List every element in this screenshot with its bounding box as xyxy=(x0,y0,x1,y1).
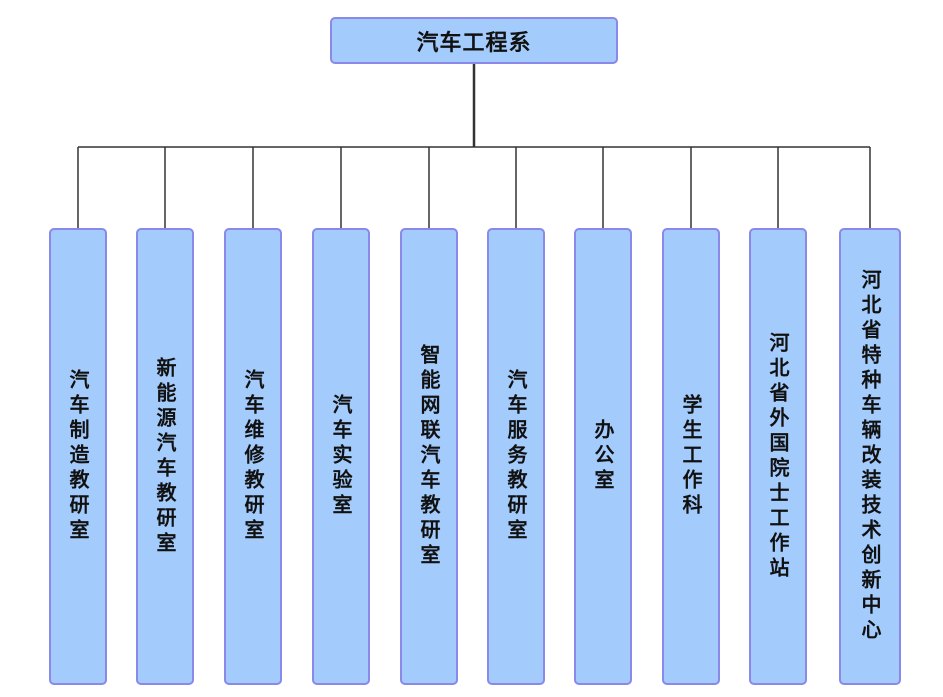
root-node-automotive-engineering-dept: 汽车工程系 xyxy=(330,17,618,64)
dept-node-label: 汽车实验室 xyxy=(329,394,353,519)
dept-node-4: 汽车实验室 xyxy=(312,228,370,685)
dept-node-3: 汽车维修教研室 xyxy=(224,228,282,685)
dept-node-label: 河北省外国院士工作站 xyxy=(766,331,790,582)
dept-node-label: 汽车服务教研室 xyxy=(504,369,528,544)
dept-node-7: 办公室 xyxy=(574,228,632,685)
dept-node-label: 新能源汽车教研室 xyxy=(153,356,177,557)
dept-node-1: 汽车制造教研室 xyxy=(49,228,107,685)
root-node-label: 汽车工程系 xyxy=(416,30,532,56)
dept-node-2: 新能源汽车教研室 xyxy=(136,228,194,685)
dept-node-label: 办公室 xyxy=(591,419,615,494)
dept-node-9: 河北省外国院士工作站 xyxy=(749,228,807,685)
dept-node-label: 汽车维修教研室 xyxy=(241,369,265,544)
dept-node-6: 汽车服务教研室 xyxy=(487,228,545,685)
dept-node-8: 学生工作科 xyxy=(662,228,720,685)
dept-node-5: 智能网联汽车教研室 xyxy=(400,228,458,685)
dept-node-label: 智能网联汽车教研室 xyxy=(417,344,441,569)
dept-node-label: 学生工作科 xyxy=(679,394,703,519)
dept-node-10: 河北省特种车辆改装技术创新中心 xyxy=(839,228,901,685)
dept-node-label: 河北省特种车辆改装技术创新中心 xyxy=(858,269,882,644)
dept-node-label: 汽车制造教研室 xyxy=(66,369,90,544)
